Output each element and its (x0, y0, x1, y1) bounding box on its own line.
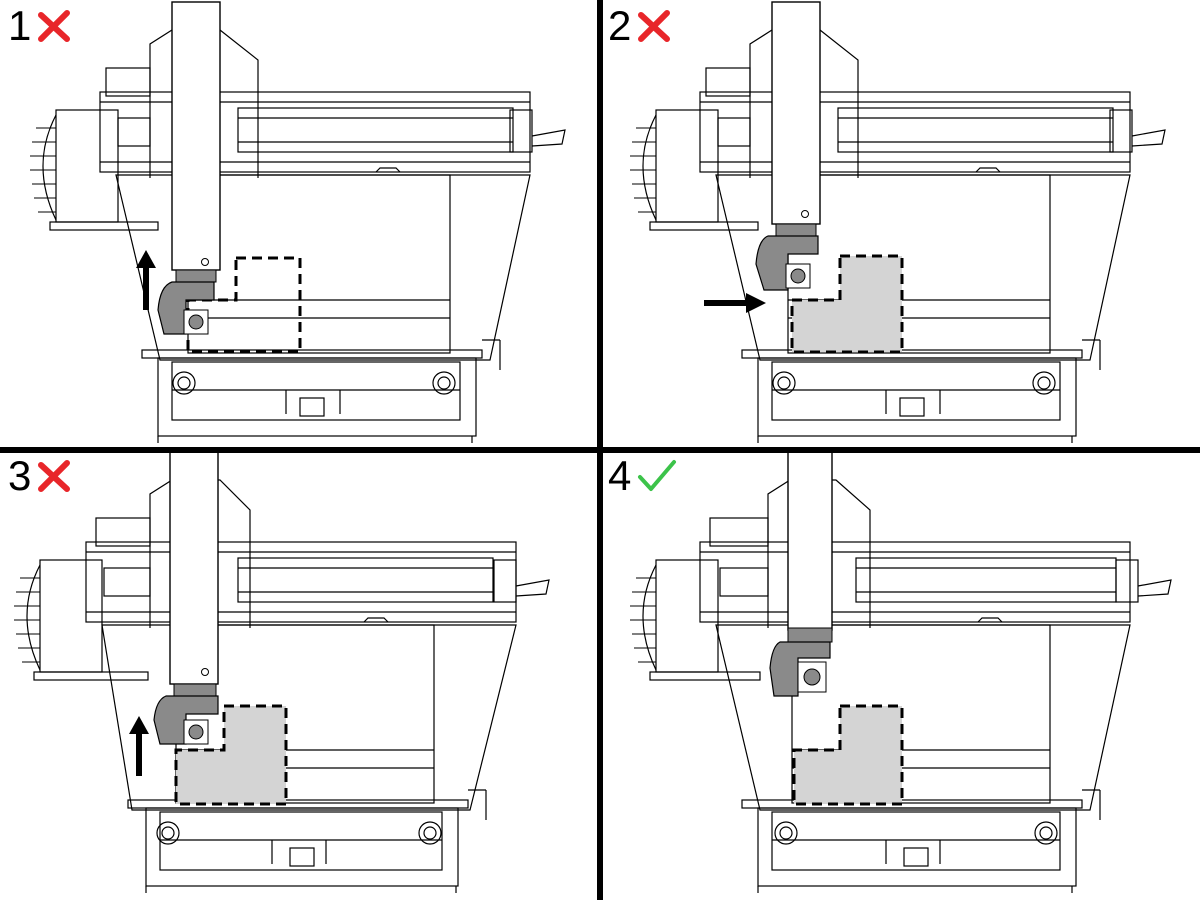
panel-label: 4 (608, 452, 677, 500)
panel-number: 1 (8, 2, 32, 49)
spindle-head (769, 641, 831, 697)
panel-label: 3 (8, 452, 71, 500)
direction-arrow-right (704, 293, 766, 313)
panel-3: 3 (0, 450, 600, 900)
panel-label: 2 (608, 2, 671, 50)
spindle-head (755, 235, 819, 291)
red-x-icon (38, 10, 71, 42)
machine-drawing (30, 1, 566, 443)
machine-drawing (630, 1, 1166, 443)
spindle-head (157, 281, 215, 335)
panel-4: 4 (600, 450, 1200, 900)
red-x-icon (638, 10, 671, 42)
panel-number: 4 (608, 452, 632, 499)
horizontal-divider (0, 447, 1200, 453)
panel-number: 2 (608, 2, 632, 49)
direction-arrow-up (136, 250, 156, 310)
direction-arrow-up (129, 716, 149, 776)
machine-drawing (630, 451, 1172, 893)
panel-1: 1 (0, 0, 600, 450)
machine-drawing (14, 451, 550, 893)
green-check-icon (638, 460, 677, 491)
red-x-icon (38, 460, 71, 492)
panel-2: 2 (600, 0, 1200, 450)
panel-label: 1 (8, 2, 71, 50)
panel-number: 3 (8, 452, 32, 499)
